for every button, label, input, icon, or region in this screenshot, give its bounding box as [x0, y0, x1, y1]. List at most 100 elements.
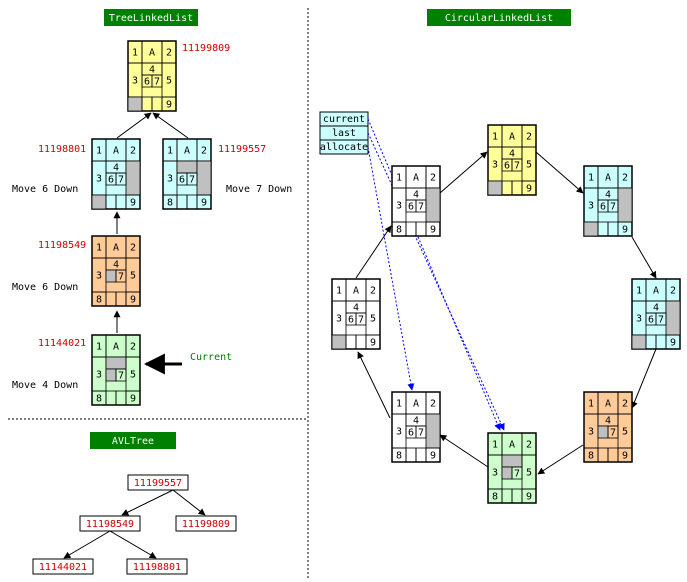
board-cell-label: 1 [492, 440, 498, 451]
board-cell [521, 488, 537, 504]
ring-edge [537, 444, 584, 475]
board-cell-label: 1 [636, 286, 642, 297]
board-cell-label: 7 [418, 428, 424, 439]
board-cell-label: 1 [96, 243, 102, 254]
board-cell-label: 8 [396, 225, 402, 236]
board-cell [631, 334, 647, 350]
board-cell-label: 1 [96, 146, 102, 157]
board-cell [151, 74, 163, 88]
tree-id-11198801: 11198801 [38, 144, 86, 155]
board-cell-label: 1 [588, 173, 594, 184]
board-cell-label: A [605, 399, 611, 410]
board-cell-label: 1 [336, 286, 342, 297]
board-cell-label: 6 [179, 175, 185, 186]
board-cell-label: 6 [600, 202, 606, 213]
board-cell-label: 8 [588, 451, 594, 462]
pointer-current: current [323, 114, 365, 125]
avl-node: 11198549 [79, 515, 141, 532]
board-cell-label: 9 [526, 492, 532, 503]
board-cell [365, 334, 381, 350]
board-cell-label: 3 [492, 468, 498, 479]
board-cell-label: 2 [622, 399, 628, 410]
board-cell [655, 312, 667, 326]
circular-header-text: CircularLinkedList [445, 13, 553, 24]
board-cell-label: 1 [588, 399, 594, 410]
avl-node: 11144021 [32, 558, 94, 575]
board-cell-label: 3 [96, 370, 102, 381]
board-cell [583, 221, 599, 237]
board-cell-label: 3 [588, 427, 594, 438]
svg-text:11198801: 11198801 [133, 562, 181, 573]
board-cell-label: 4 [509, 149, 515, 160]
board-cell-label: 3 [132, 76, 138, 87]
board-cell-label: A [653, 286, 659, 297]
board-cell [521, 180, 537, 196]
board-cell-label: 4 [653, 303, 659, 314]
avl-edge [63, 530, 111, 559]
svg-text:11199557: 11199557 [134, 478, 182, 489]
board-cell-label: 9 [622, 451, 628, 462]
board-cell-label: A [509, 132, 515, 143]
board-cell-label: 1 [96, 342, 102, 353]
board-cell-label: 2 [430, 173, 436, 184]
board-cell-label: 6 [504, 161, 510, 172]
ring-edge [355, 225, 392, 279]
board-cell-label: 7 [118, 272, 124, 283]
pointer-link [367, 118, 501, 431]
board-cell-label: 1 [396, 399, 402, 410]
board-cell-label: 2 [130, 342, 136, 353]
board-cell [125, 194, 141, 210]
board-cell [105, 269, 117, 283]
board-cell-label: 4 [413, 416, 419, 427]
avl-node: 11199809 [175, 515, 237, 532]
board-cell-label: 9 [130, 198, 136, 209]
board-cell-label: 4 [149, 65, 155, 76]
ring-edge [631, 348, 657, 409]
board-cell [115, 269, 127, 283]
board-cell-label: 5 [166, 76, 172, 87]
board-cell-label: 9 [166, 100, 172, 111]
board-cell [125, 390, 141, 406]
tree-edge [152, 112, 189, 139]
pointer-link [367, 146, 415, 391]
board-cell-label: 1 [396, 173, 402, 184]
tree-id-11144021: 11144021 [38, 338, 86, 349]
board-cell-label: A [413, 173, 419, 184]
avl-node: 11199557 [127, 474, 189, 491]
svg-text:11198549: 11198549 [86, 519, 134, 530]
board-cell [511, 158, 523, 172]
board-cell [501, 454, 523, 468]
board-cell [125, 291, 141, 307]
board-cell [665, 334, 681, 350]
board-cell-label: 6 [108, 175, 114, 186]
board-cell-label: 7 [514, 469, 520, 480]
board-cell-label: 3 [636, 314, 642, 325]
board-cell-label: 5 [622, 427, 628, 438]
board-cell-label: A [509, 440, 515, 451]
pointer-box: current last allocate [319, 111, 369, 155]
move-label: Move 6 Down [12, 282, 78, 293]
board-cell [415, 425, 427, 439]
board-cell-label: 3 [492, 160, 498, 171]
avl-edge [172, 489, 206, 516]
tree-edge [116, 112, 152, 139]
board-cell-label: 5 [130, 271, 136, 282]
board-cell-label: 9 [430, 451, 436, 462]
board-cell-label: 4 [113, 163, 119, 174]
board-cell-label: A [149, 48, 155, 59]
board-cell-label: 1 [132, 48, 138, 59]
board-cell-label: 6 [648, 315, 654, 326]
board-cell [115, 368, 127, 382]
board-cell-label: 4 [605, 190, 611, 201]
board-cell-label: 8 [96, 394, 102, 405]
svg-text:11144021: 11144021 [39, 562, 87, 573]
board-cell-label: 7 [358, 315, 364, 326]
pointer-allocate: allocate [320, 142, 368, 153]
tree-id-11199809: 11199809 [182, 43, 230, 54]
